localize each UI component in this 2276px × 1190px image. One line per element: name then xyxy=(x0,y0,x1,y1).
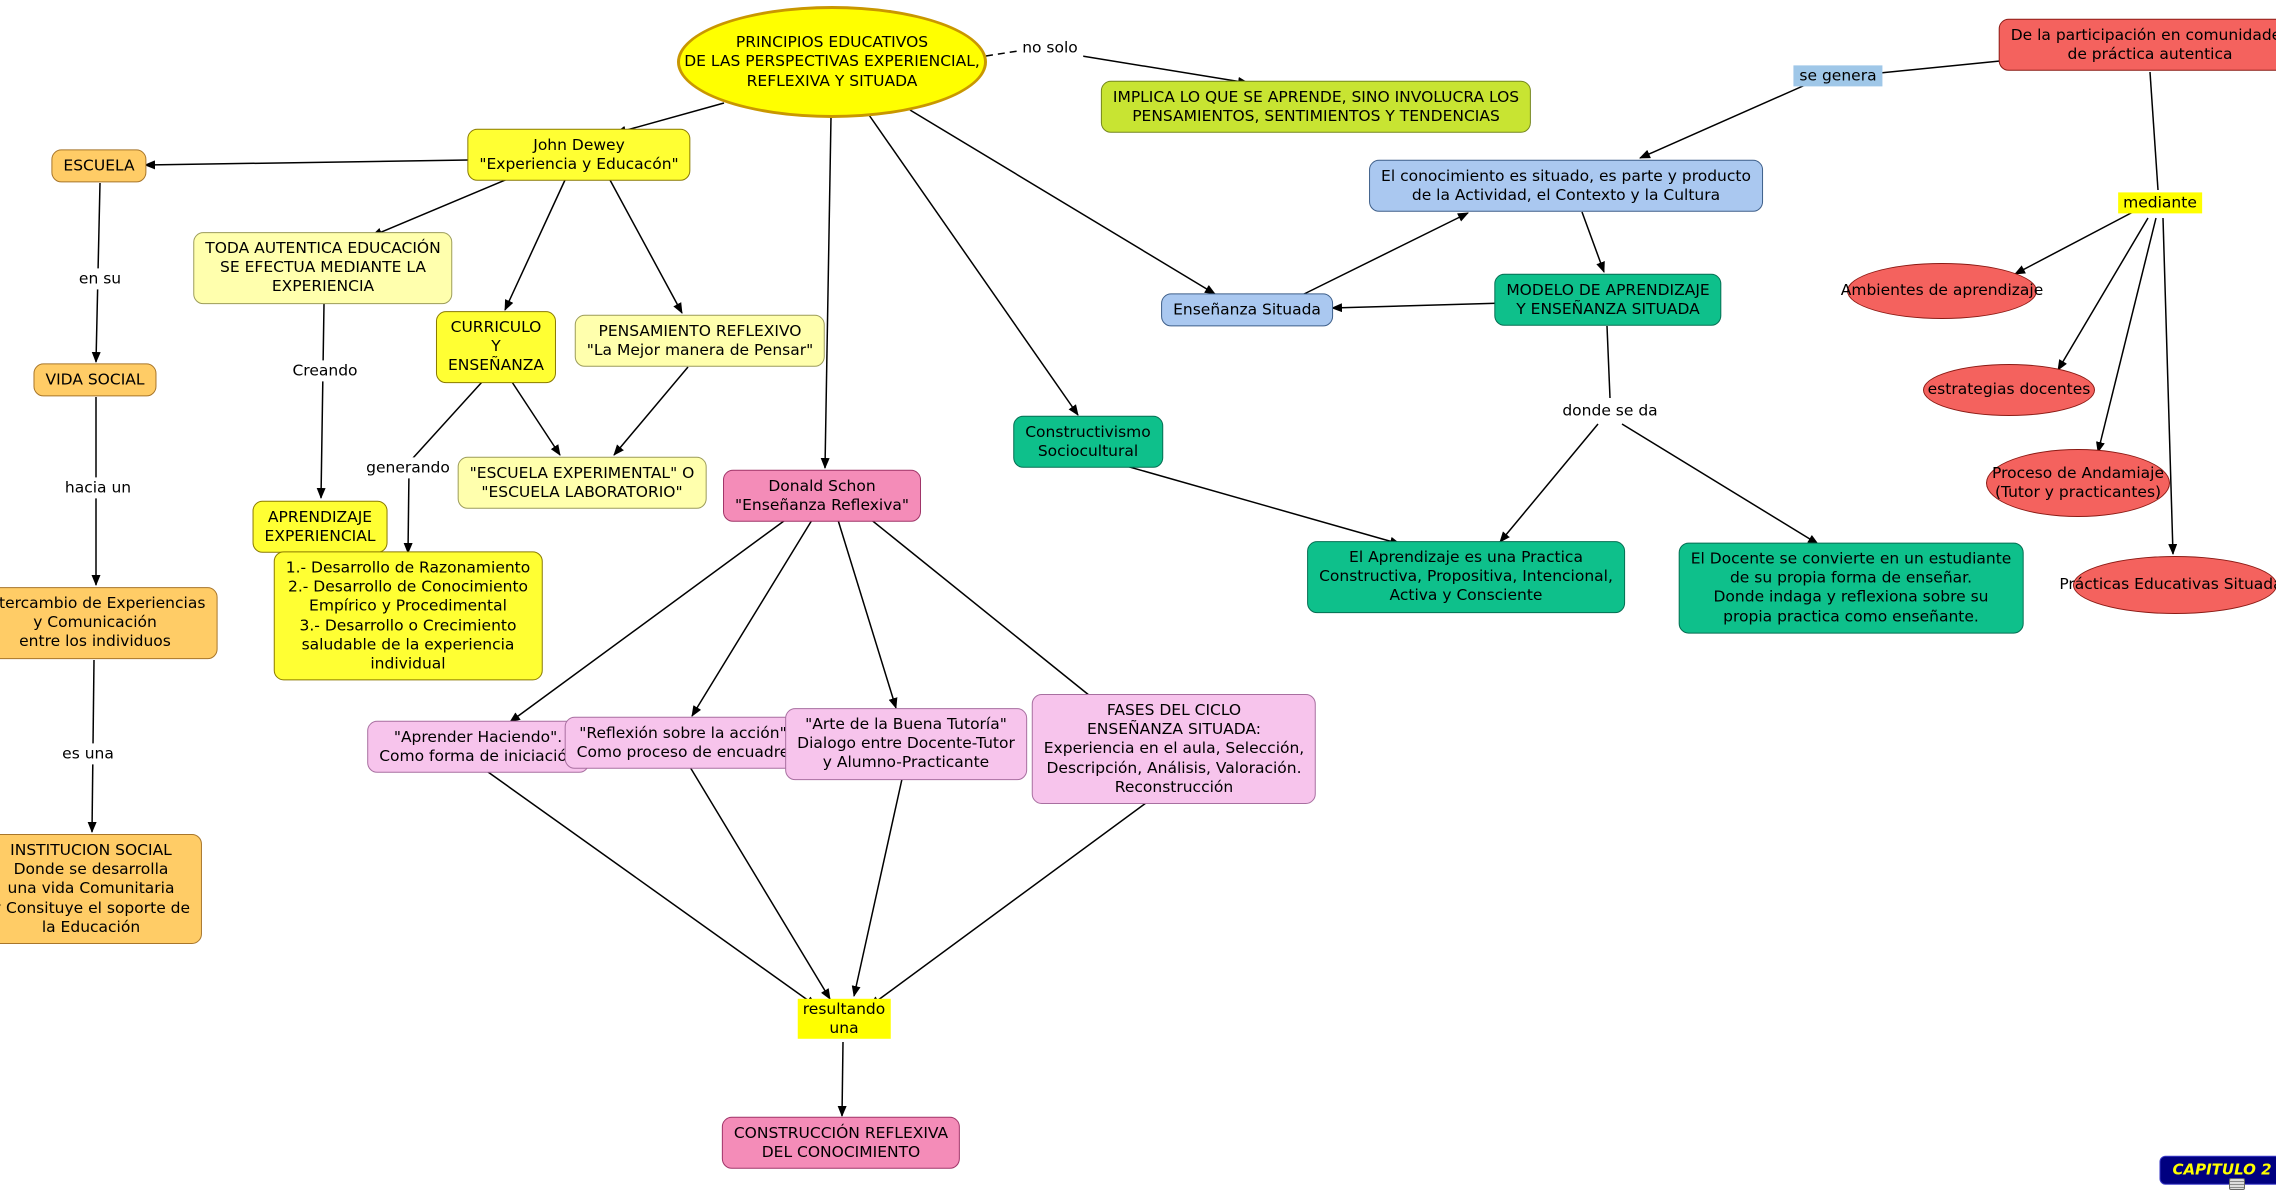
edge-aprender-haciendo-resultando xyxy=(487,771,817,1007)
node-participacion-comunidades[interactable]: De la participación en comunidades de pr… xyxy=(1998,18,2276,72)
edge-john-dewey-pensamiento xyxy=(609,179,683,314)
node-constructivismo-sociocultural[interactable]: Constructivismo Sociocultural xyxy=(1013,415,1163,469)
link-label-no-solo: no solo xyxy=(1017,37,1083,59)
edge-principios-no-solo xyxy=(985,50,1019,57)
node-ambientes-aprendizaje[interactable]: Ambientes de aprendizaje xyxy=(1841,263,2043,319)
edge-mediante-practicas xyxy=(2162,217,2178,555)
edge-john-dewey-toda-autentica xyxy=(371,177,511,237)
edge-modelo-donde-se-da xyxy=(1606,325,1611,399)
edge-donald-schon-fases xyxy=(863,513,1101,705)
node-aprendizaje-practica[interactable]: El Aprendizaje es una Practica Construct… xyxy=(1307,541,1625,613)
link-label-hacia-un: hacia un xyxy=(59,477,137,499)
edge-curriculo-generando xyxy=(412,381,483,459)
edge-curriculo-escuela-exp xyxy=(511,381,561,456)
edge-toda-autentica-aprendizaje-exp xyxy=(316,303,326,499)
link-label-es-una: es una xyxy=(57,743,119,765)
node-escuela[interactable]: ESCUELA xyxy=(51,149,147,183)
edge-se-genera-conocimiento xyxy=(1639,81,1813,159)
link-label-mediante: mediante xyxy=(2118,192,2202,214)
node-ensenanza-situada[interactable]: Enseñanza Situada xyxy=(1161,293,1333,327)
node-conocimiento-situado[interactable]: El conocimiento es situado, es parte y p… xyxy=(1369,159,1763,213)
node-vida-social[interactable]: VIDA SOCIAL xyxy=(33,363,157,397)
node-toda-autentica-educacion[interactable]: TODA AUTENTICA EDUCACIÓN SE EFECTUA MEDI… xyxy=(193,232,453,304)
edge-john-dewey-curriculo xyxy=(504,179,566,311)
node-donald-schon[interactable]: Donald Schon "Enseñanza Reflexiva" xyxy=(723,469,921,523)
node-fases-ciclo[interactable]: FASES DEL CICLO ENSEÑANZA SITUADA: Exper… xyxy=(1031,693,1317,805)
node-principios-educativos[interactable]: PRINCIPIOS EDUCATIVOS DE LAS PERSPECTIVA… xyxy=(677,6,987,118)
edge-ens-situada-conocimiento xyxy=(1299,212,1469,297)
edge-constructivismo-apr-practica xyxy=(1111,461,1401,546)
node-escuela-experimental[interactable]: "ESCUELA EXPERIMENTAL" O "ESCUELA LABORA… xyxy=(457,456,707,510)
edge-donde-se-da-docente xyxy=(1621,423,1819,545)
edge-donald-schon-aprender-haciendo xyxy=(509,517,789,723)
edge-principios-donald-schon xyxy=(820,116,832,469)
node-aprendizaje-experiencial[interactable]: APRENDIZAJE EXPERIENCIAL xyxy=(252,500,388,554)
link-label-en-su: en su xyxy=(73,268,127,290)
chapter-2-button[interactable]: CAPITULO 2 xyxy=(2159,1155,2276,1185)
edge-donald-schon-reflexion xyxy=(691,519,813,717)
node-intercambio-experiencias[interactable]: Intercambio de Experiencias y Comunicaci… xyxy=(0,587,218,659)
node-arte-buena-tutoria[interactable]: "Arte de la Buena Tutoría" Dialogo entre… xyxy=(785,708,1027,780)
edge-no-solo-implica xyxy=(1081,55,1249,86)
edge-principios-john-dewey xyxy=(615,102,725,135)
edge-modelo-ens-situada xyxy=(1331,298,1506,313)
edge-principios-ens-situada xyxy=(909,109,1216,295)
node-john-dewey[interactable]: John Dewey "Experiencia y Educacón" xyxy=(467,128,691,182)
edge-participacion-mediante xyxy=(2149,71,2159,191)
edge-mediante-ambientes xyxy=(2014,211,2134,275)
link-label-se-genera: se genera xyxy=(1793,65,1883,87)
edge-generando-desarrollo xyxy=(403,469,413,554)
edge-conocimiento-modelo xyxy=(1581,211,1605,273)
node-estrategias-docentes[interactable]: estrategias docentes xyxy=(1923,364,2095,416)
page-icon xyxy=(2229,1178,2245,1190)
edge-mediante-estrategias xyxy=(2057,217,2149,371)
edge-principios-constructivismo xyxy=(868,114,1079,416)
edge-resultando-construccion xyxy=(837,1041,847,1117)
node-modelo-aprendizaje[interactable]: MODELO DE APRENDIZAJE Y ENSEÑANZA SITUAD… xyxy=(1494,273,1722,327)
edge-pensamiento-escuela-exp xyxy=(613,366,689,456)
edge-mediante-andamiaje xyxy=(2096,217,2157,453)
edge-arte-resultando xyxy=(851,778,903,997)
link-label-generando: generando xyxy=(361,457,455,479)
node-proceso-andamiaje[interactable]: Proceso de Andamiaje (Tutor y practicant… xyxy=(1986,449,2170,517)
node-practicas-educativas-situadas[interactable]: Prácticas Educativas Situadas xyxy=(2059,556,2276,614)
node-desarrollos[interactable]: 1.- Desarrollo de Razonamiento 2.- Desar… xyxy=(273,551,543,681)
edge-donde-se-da-apr-practica xyxy=(1499,423,1599,543)
node-reflexion-sobre-accion[interactable]: "Reflexión sobre la acción" Como proceso… xyxy=(564,716,802,770)
link-label-creando: Creando xyxy=(287,360,363,382)
edge-fases-resultando xyxy=(869,799,1151,1007)
node-docente-estudiante[interactable]: El Docente se convierte en un estudiante… xyxy=(1678,542,2024,634)
node-aprender-haciendo[interactable]: "Aprender Haciendo". Como forma de inici… xyxy=(367,720,589,774)
edge-john-dewey-escuela xyxy=(144,159,469,170)
node-implica[interactable]: IMPLICA LO QUE SE APRENDE, SINO INVOLUCR… xyxy=(1100,80,1532,134)
link-label-resultando-una: resultando una xyxy=(797,998,891,1040)
node-construccion-reflexiva[interactable]: CONSTRUCCIÓN REFLEXIVA DEL CONOCIMIENTO xyxy=(721,1116,961,1170)
node-institucion-social[interactable]: INSTITUCION SOCIAL Donde se desarrolla u… xyxy=(0,833,203,945)
node-pensamiento-reflexivo[interactable]: PENSAMIENTO REFLEXIVO "La Mejor manera d… xyxy=(574,314,826,368)
link-label-donde-se-da: donde se da xyxy=(1557,400,1663,422)
edge-reflexion-resultando xyxy=(689,766,831,1000)
node-curriculo-ensenanza[interactable]: CURRICULO Y ENSEÑANZA xyxy=(435,311,557,383)
edge-donald-schon-arte xyxy=(837,519,898,709)
